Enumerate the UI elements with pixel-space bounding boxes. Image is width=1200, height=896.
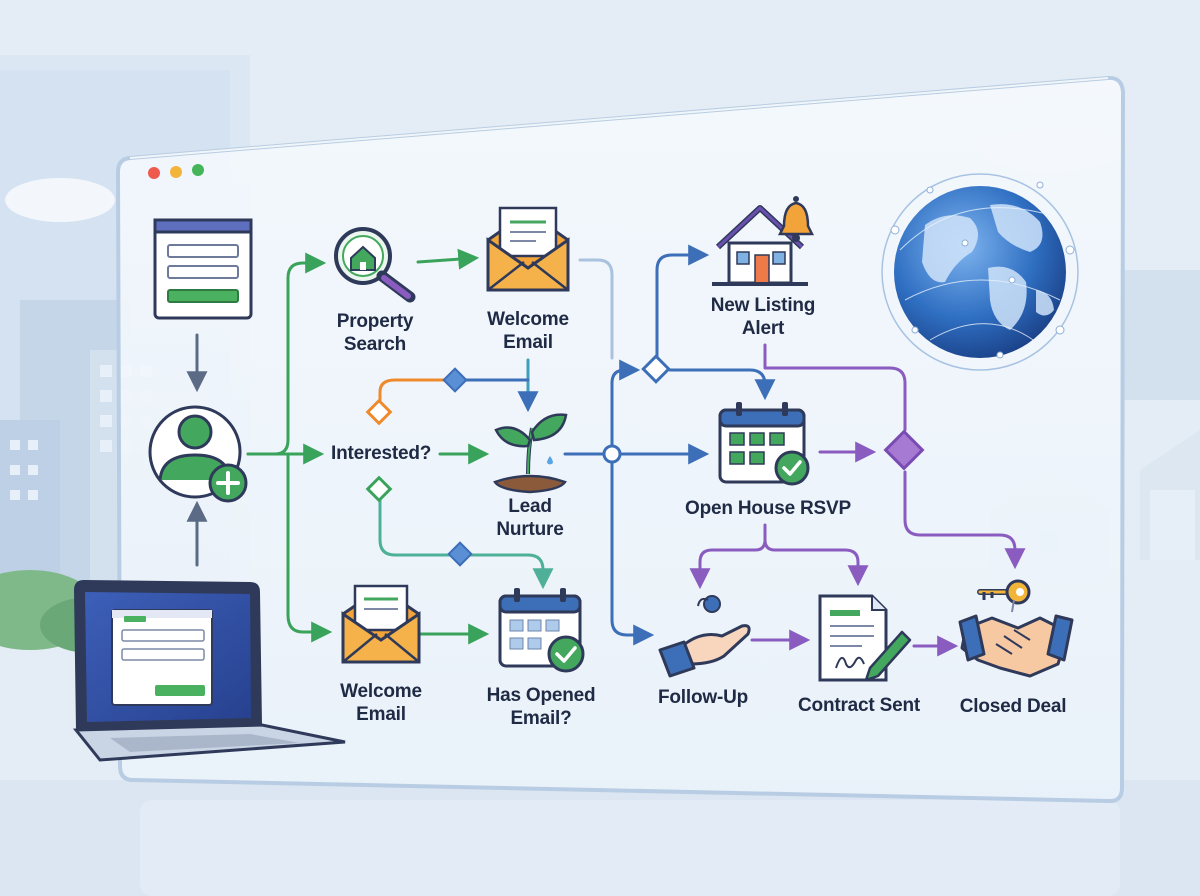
house-magnifier-icon: [334, 227, 416, 303]
laptop-form-icon: [72, 580, 346, 762]
label-lead-nurture: Lead Nurture: [496, 496, 564, 540]
globe-network-icon: [881, 173, 1079, 371]
arrow-listing-to-decision: [763, 343, 907, 432]
decision-diamond-green: [365, 475, 393, 503]
house-bell-icon: [712, 196, 815, 286]
contract-signature-icon: [818, 594, 912, 682]
arrow-junction-up: [610, 359, 641, 447]
arrow-junction-down: [610, 461, 655, 646]
handshake-key-icon: [958, 579, 1074, 678]
sprout-icon: [493, 413, 568, 494]
decision-diamond-listing: [641, 354, 671, 384]
add-user-icon: [148, 405, 248, 503]
arrow-email-to-junction: [578, 258, 614, 360]
hand-offer-icon: [658, 595, 751, 678]
web-form-icon: [153, 218, 253, 320]
decision-nodes: [365, 354, 925, 567]
envelope-icon-top: [486, 206, 570, 292]
arrow-decision-to-closed: [903, 470, 1026, 570]
label-open-house-rsvp: Open House RSVP: [685, 498, 851, 519]
label-welcome-email-bottom: Welcome Email: [340, 681, 422, 725]
junction-node: [602, 444, 622, 464]
label-has-opened-email: Has Opened Email?: [486, 685, 596, 729]
window-close-control[interactable]: [148, 167, 160, 179]
arrow-diamond-to-open-house: [668, 368, 776, 401]
arrow-user-to-welcome-email-bottom: [286, 452, 333, 643]
loop-top: [378, 378, 530, 414]
decision-diamond-blue-bottom: [447, 541, 473, 567]
calendar-check-icon-top: [718, 402, 810, 486]
label-welcome-email-top: Welcome Email: [487, 309, 569, 353]
decision-diamond-orange: [365, 398, 393, 426]
window-maximize-control[interactable]: [192, 164, 204, 176]
label-interested: Interested?: [331, 443, 432, 464]
label-follow-up: Follow-Up: [657, 687, 749, 708]
decision-diamond-blue-top: [442, 367, 468, 393]
arrow-to-new-listing: [655, 244, 710, 362]
envelope-icon-bottom: [341, 584, 421, 664]
label-closed-deal: Closed Deal: [959, 696, 1067, 717]
label-new-listing-alert: New Listing Alert: [710, 295, 816, 339]
label-contract-sent: Contract Sent: [798, 695, 920, 716]
label-property-search: Property Search: [336, 311, 414, 355]
decision-diamond-purple: [883, 429, 925, 471]
window-minimize-control[interactable]: [170, 166, 182, 178]
arrow-search-to-email: [416, 248, 480, 270]
calendar-check-icon-bottom: [498, 588, 585, 673]
